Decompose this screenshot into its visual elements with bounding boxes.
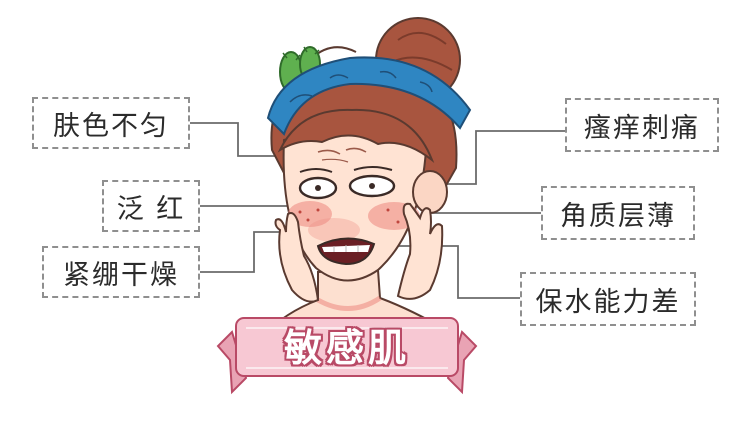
label-redness: 泛 红 [102,180,200,232]
label-tight-dry: 紧绷干燥 [42,246,200,298]
blush-left [288,201,332,227]
headband [266,56,472,136]
label-uneven-skin-tone: 肤色不匀 [32,97,190,149]
hand-right [396,202,444,300]
connector-uneven-skin-tone [190,122,296,157]
banner-ribbon [216,317,478,395]
connector-tight-dry [200,231,300,273]
mouth [316,237,376,266]
label-itching-stinging: 瘙痒刺痛 [565,98,719,152]
hand-left [274,212,320,303]
label-poor-water-retention: 保水能力差 [520,272,696,326]
label-thin-stratum-corneum: 角质层薄 [541,186,695,240]
hands [274,202,444,303]
eyes [298,166,396,200]
banner-title: 敏感肌 [283,325,410,370]
